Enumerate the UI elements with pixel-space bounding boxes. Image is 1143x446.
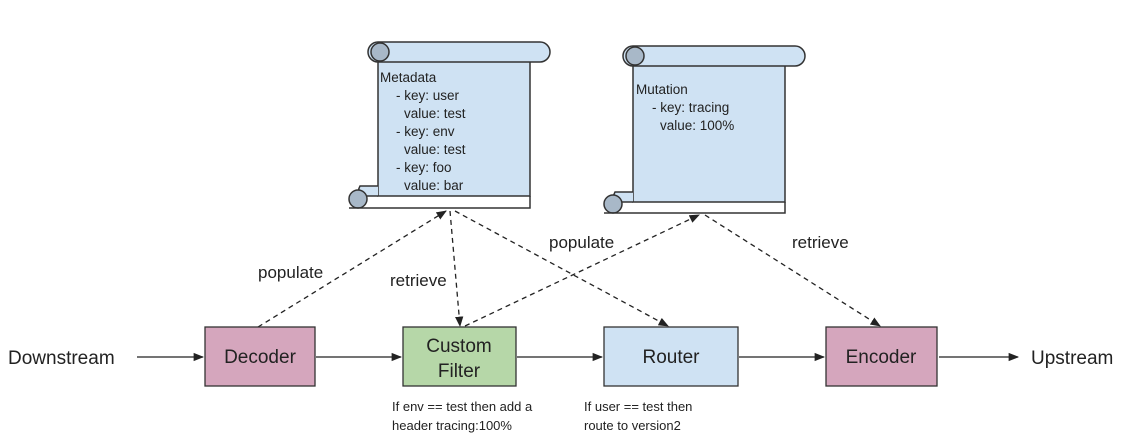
edge-filter-to-mutation: [464, 214, 700, 327]
populate-right-label: populate: [549, 233, 614, 252]
mutation-title: Mutation: [636, 82, 688, 97]
custom-filter-label-line2: Filter: [438, 361, 481, 382]
edge-decoder-to-metadata: [257, 210, 447, 328]
filter-note-line1: If env == test then add a: [392, 399, 533, 414]
metadata-line: value: test: [404, 106, 466, 121]
metadata-title: Metadata: [380, 70, 437, 85]
router-label: Router: [642, 347, 700, 368]
decoder-box: Decoder: [204, 326, 316, 387]
metadata-line: - key: env: [396, 124, 455, 139]
dashed-edges: [257, 210, 881, 328]
custom-filter-box: Custom Filter: [402, 326, 517, 387]
custom-filter-label-line1: Custom: [426, 336, 491, 357]
router-note-line2: route to version2: [584, 418, 681, 433]
metadata-line: value: test: [404, 142, 466, 157]
mutation-scroll: Mutation - key: tracing value: 100%: [603, 45, 806, 214]
decoder-label: Decoder: [224, 347, 296, 368]
metadata-line: - key: user: [396, 88, 460, 103]
filter-note-line2: header tracing:100%: [392, 418, 512, 433]
mutation-line: - key: tracing: [652, 100, 729, 115]
router-note-line1: If user == test then: [584, 399, 692, 414]
edge-mutation-to-encoder: [704, 214, 881, 327]
edge-metadata-to-filter: [449, 210, 464, 328]
downstream-label: Downstream: [8, 348, 115, 369]
encoder-label: Encoder: [846, 347, 917, 368]
metadata-line: - key: foo: [396, 160, 452, 175]
retrieve-left-label: retrieve: [390, 271, 447, 290]
retrieve-right-label: retrieve: [792, 233, 849, 252]
metadata-line: value: bar: [404, 178, 464, 193]
encoder-box: Encoder: [825, 326, 938, 387]
populate-left-label: populate: [258, 263, 323, 282]
router-box: Router: [603, 326, 739, 387]
upstream-label: Upstream: [1031, 348, 1113, 369]
edge-metadata-to-router: [454, 210, 669, 327]
mutation-line: value: 100%: [660, 118, 734, 133]
metadata-scroll: Metadata - key: user value: test - key: …: [348, 41, 551, 209]
